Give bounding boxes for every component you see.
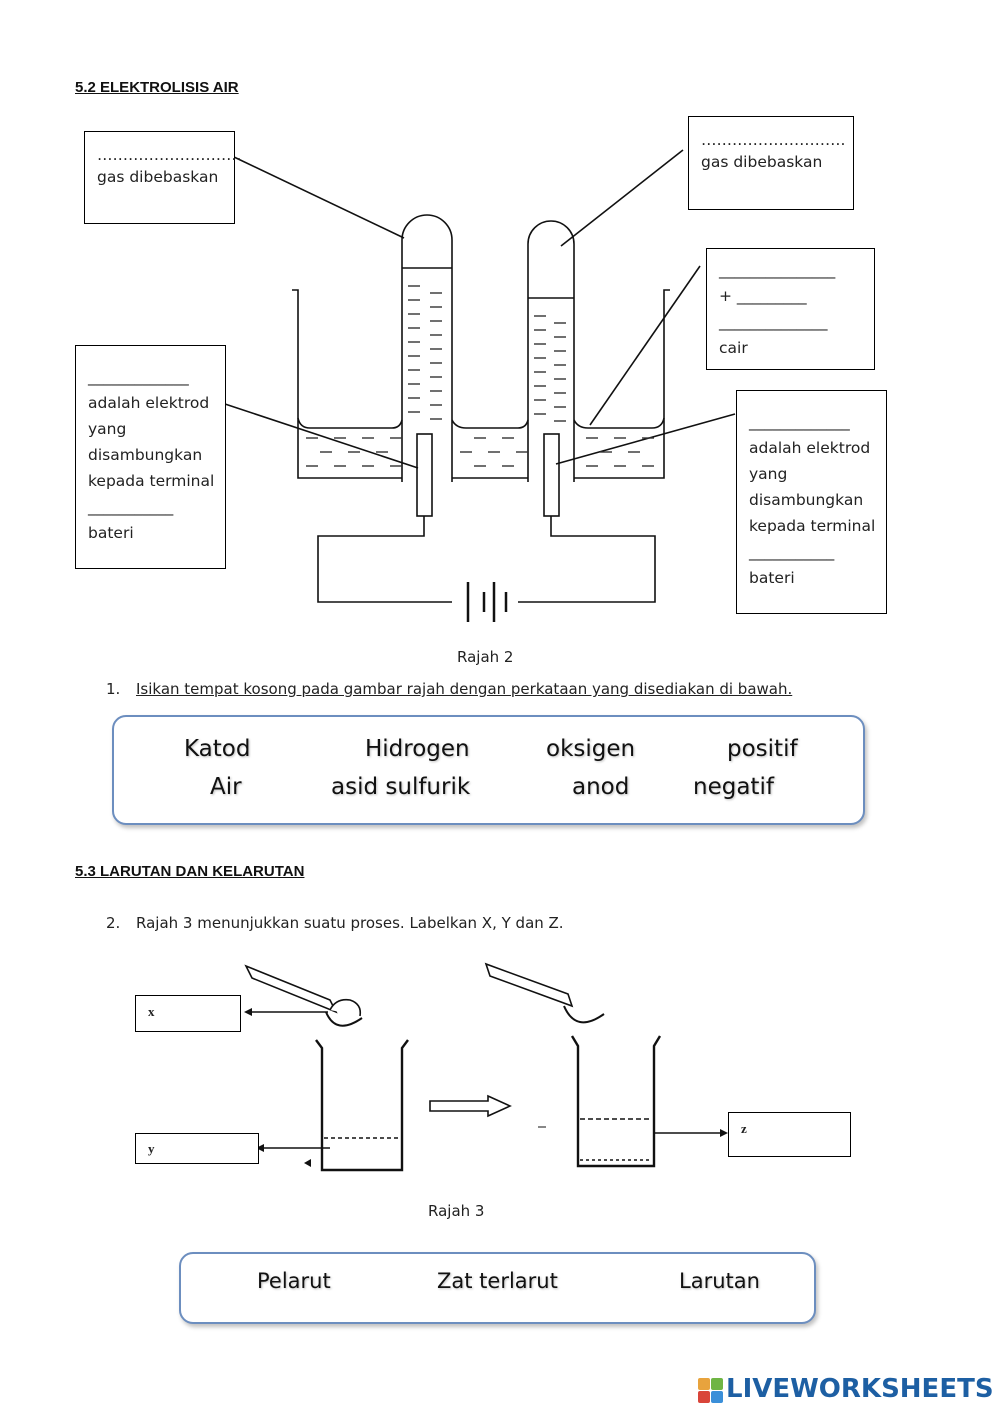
blank-line: ………………………. (97, 146, 242, 164)
word-chip[interactable]: Pelarut (257, 1269, 331, 1293)
label-text: cair (719, 339, 748, 357)
blank-line: ___________ (749, 543, 835, 561)
label-text: adalah elektrod (749, 439, 871, 457)
spatula-left (244, 964, 338, 1014)
blank-line: _____________ (749, 413, 850, 431)
blank-line: ______________ (719, 313, 828, 331)
label-text: kepada terminal (88, 472, 215, 490)
beaker-2 (570, 1035, 662, 1168)
liquid-dashes (306, 285, 654, 467)
blank-line: ………………………. (701, 131, 846, 149)
label-text: disambungkan (88, 446, 203, 464)
label-text: disambungkan (749, 491, 864, 509)
blank-line: ___________ (88, 498, 174, 516)
label-text: yang (749, 465, 788, 483)
label-text: bateri (749, 569, 795, 587)
blank-line: _______________ (719, 261, 836, 279)
logo-square (711, 1378, 723, 1390)
test-tube-left (401, 214, 453, 482)
label-text: yang (88, 420, 127, 438)
beaker-outline (292, 289, 670, 479)
question-2: 2. Rajah 3 menunjukkan suatu proses. Lab… (106, 914, 906, 934)
section-heading-solutions: 5.3 LARUTAN DAN KELARUTAN (75, 863, 305, 880)
question-1: 1. Isikan tempat kosong pada gambar raja… (106, 680, 906, 700)
word-chip[interactable]: Air (210, 774, 242, 800)
liveworksheets-logo-text: LIVEWORKSHEETS (726, 1374, 994, 1404)
label-box-electrolyte: _______________ + _________ ____________… (706, 248, 875, 370)
label-text: gas dibebaskan (97, 168, 219, 186)
word-chip[interactable]: negatif (693, 774, 774, 800)
word-chip[interactable]: oksigen (546, 736, 636, 762)
word-bank-2: Pelarut Zat terlarut Larutan (179, 1252, 816, 1324)
word-chip[interactable]: Larutan (679, 1269, 760, 1293)
wire-left (317, 516, 452, 603)
label-box-electrode-left: _____________ adalah elektrod yang disam… (75, 345, 226, 569)
figure-caption-3: Rajah 3 (428, 1202, 485, 1220)
label-y: y (148, 1141, 155, 1156)
word-chip[interactable]: Hidrogen (365, 736, 470, 762)
logo-square (711, 1391, 723, 1403)
label-box-y: y (135, 1133, 259, 1164)
label-box-z: z (728, 1112, 851, 1157)
word-chip[interactable]: positif (727, 736, 798, 762)
label-box-top-left: ………………………. gas dibebaskan (84, 131, 242, 224)
spatula-right (484, 962, 574, 1008)
beaker-1 (315, 1039, 409, 1172)
label-text: gas dibebaskan (701, 153, 823, 171)
logo-square (698, 1378, 710, 1390)
process-arrow (429, 1094, 512, 1118)
label-text: bateri (88, 524, 134, 542)
blank-line: + _________ (719, 287, 807, 305)
label-box-electrode-right: _____________ adalah elektrod yang disam… (736, 390, 887, 614)
question-number: 1. (106, 680, 121, 698)
word-chip[interactable]: anod (572, 774, 630, 800)
figure-caption-2: Rajah 2 (457, 648, 514, 666)
logo-square (698, 1391, 710, 1403)
section-heading-electrolysis: 5.2 ELEKTROLISIS AIR (75, 79, 239, 96)
label-text: adalah elektrod (88, 394, 210, 412)
word-bank-1: Katod Hidrogen oksigen positif Air asid … (112, 715, 865, 825)
label-z: z (741, 1121, 747, 1136)
blank-line: _____________ (88, 368, 189, 386)
question-text: Isikan tempat kosong pada gambar rajah d… (136, 680, 793, 698)
word-chip[interactable]: asid sulfurik (331, 774, 471, 800)
question-number: 2. (106, 914, 121, 932)
question-text: Rajah 3 menunjukkan suatu proses. Labelk… (136, 914, 564, 932)
word-chip[interactable]: Katod (184, 736, 251, 762)
label-box-top-right: ………………………. gas dibebaskan (688, 116, 854, 210)
label-x: x (148, 1004, 155, 1019)
wire-right (518, 516, 656, 603)
word-chip[interactable]: Zat terlarut (437, 1269, 558, 1293)
label-text: kepada terminal (749, 517, 876, 535)
liveworksheets-logo-icon (698, 1378, 724, 1404)
label-box-x: x (135, 995, 241, 1032)
